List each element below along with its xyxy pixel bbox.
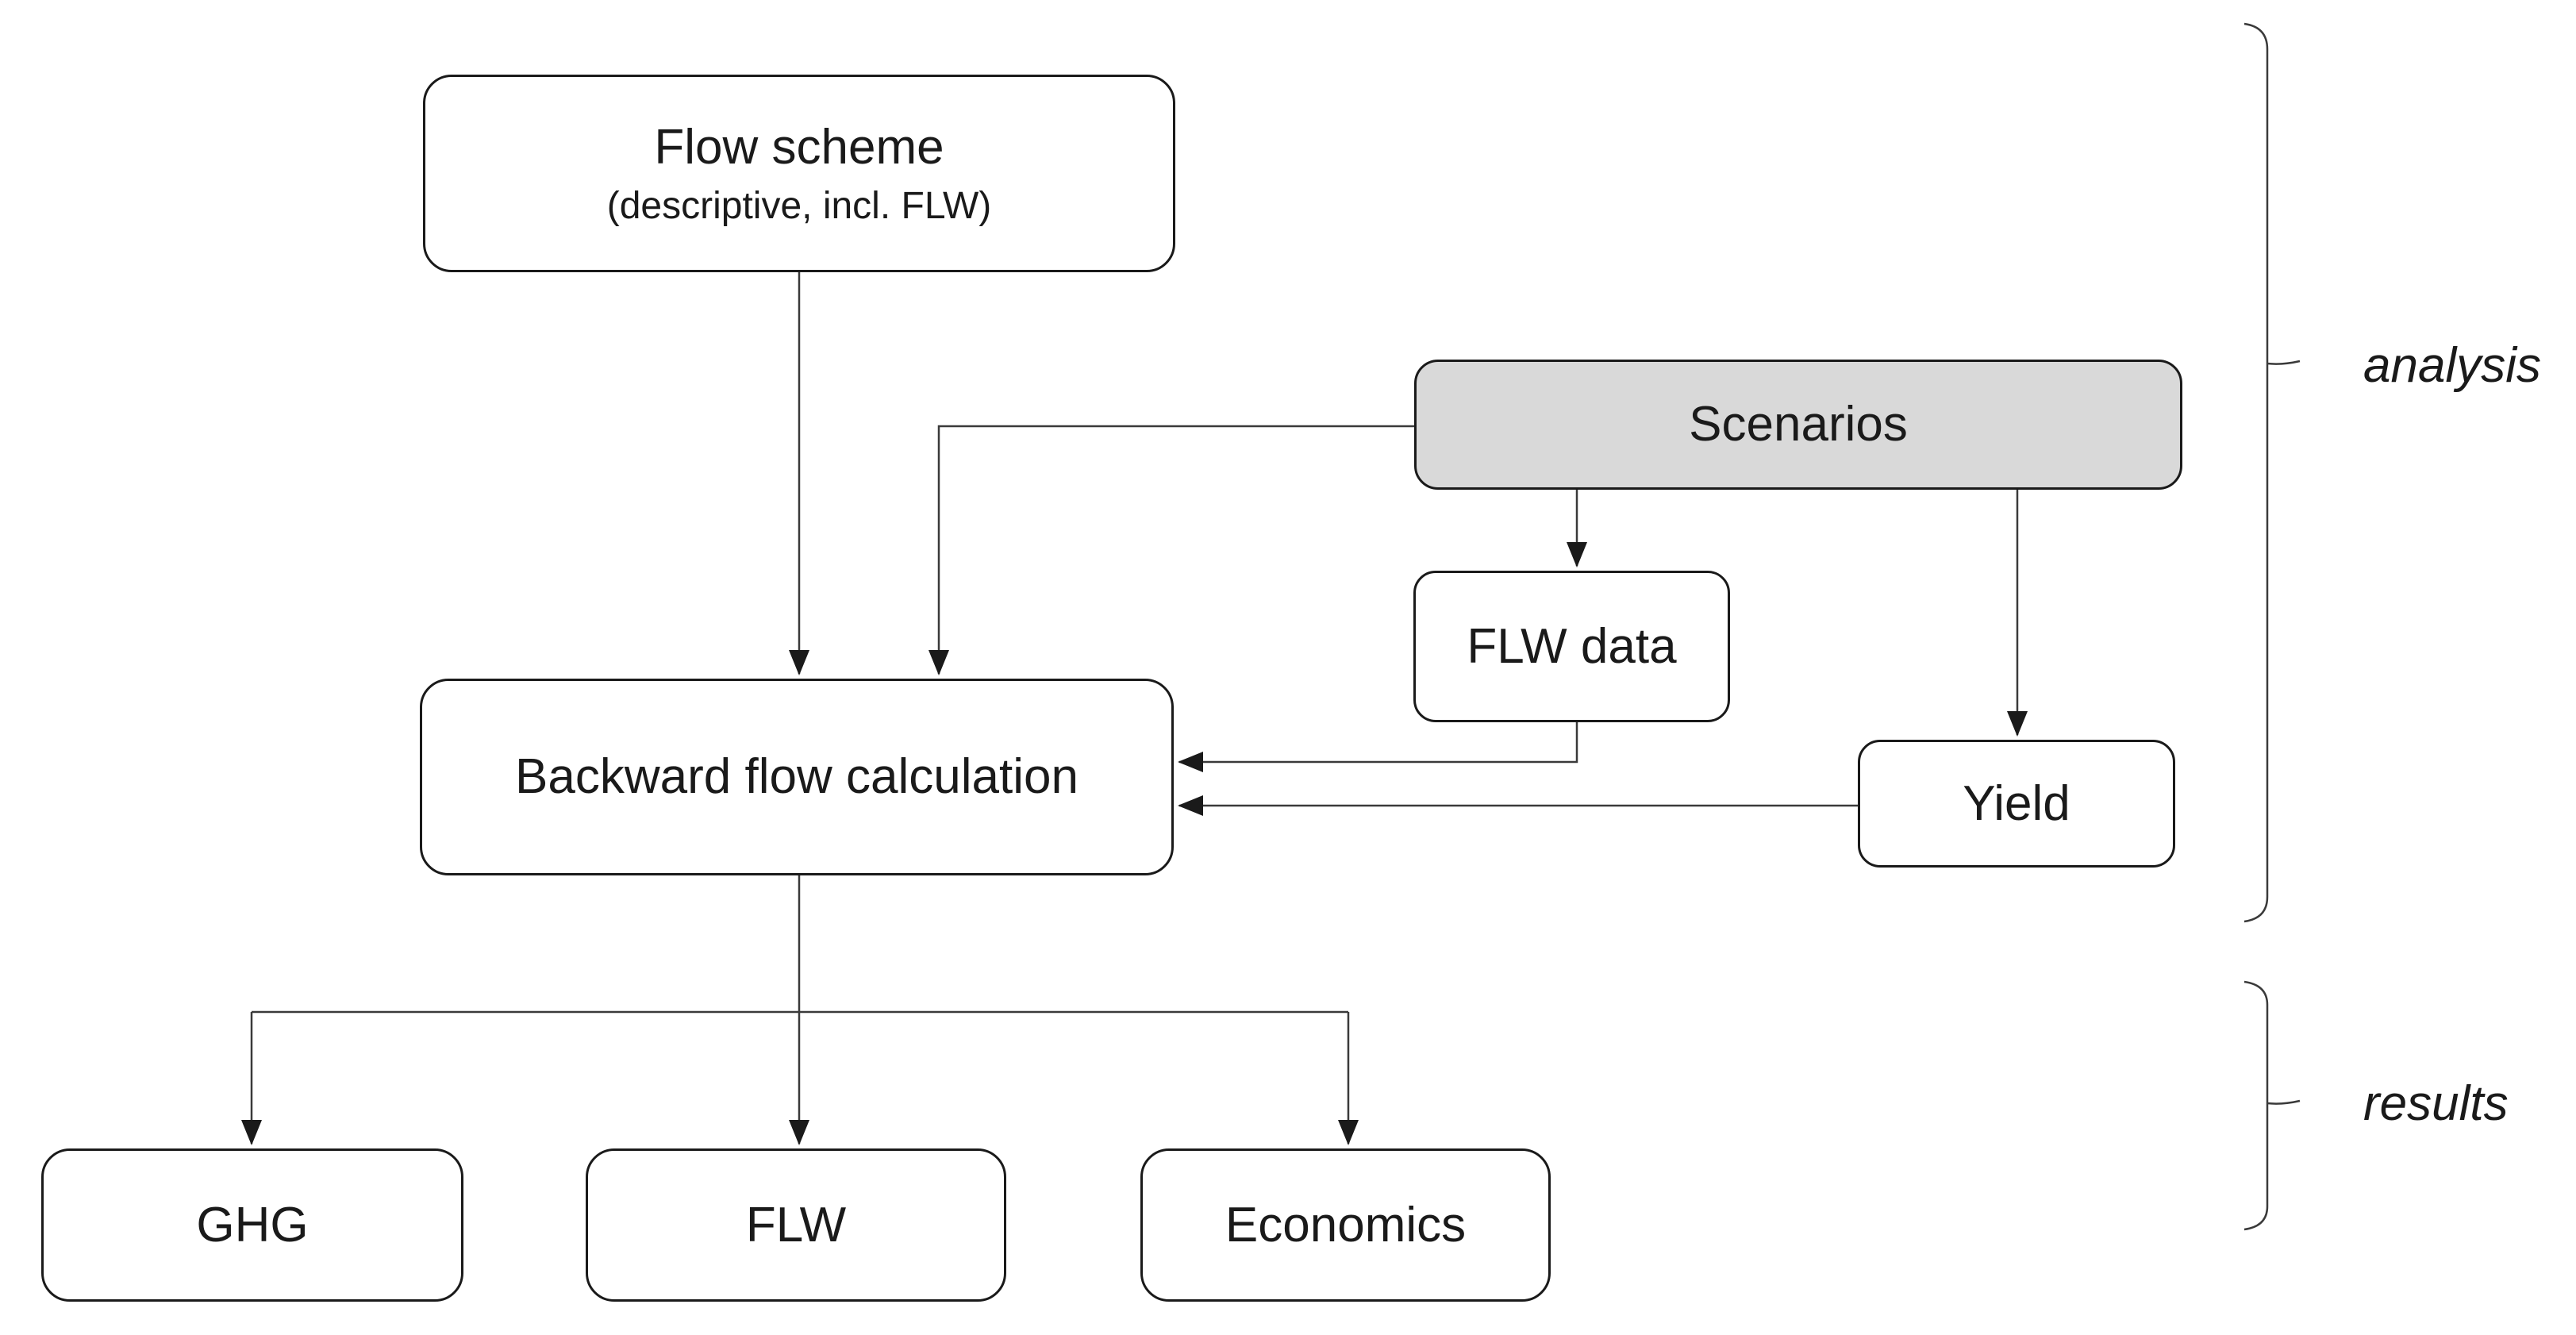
node-flw-label: FLW	[745, 1197, 847, 1252]
node-yield-label: Yield	[1963, 775, 2070, 831]
node-flw-data: FLW data	[1413, 571, 1730, 722]
node-flw-data-label: FLW data	[1467, 618, 1677, 674]
node-yield: Yield	[1858, 740, 2175, 868]
node-flow-scheme-subtitle: (descriptive, incl. FLW)	[606, 184, 992, 227]
analysis-bracket-label: analysis	[2363, 337, 2541, 393]
node-backward-flow-calculation: Backward flow calculation	[420, 679, 1174, 875]
node-flow-scheme: Flow scheme (descriptive, incl. FLW)	[423, 75, 1175, 272]
node-scenarios-label: Scenarios	[1689, 397, 1908, 452]
node-ghg-label: GHG	[196, 1197, 309, 1252]
node-economics: Economics	[1140, 1148, 1551, 1302]
node-ghg: GHG	[41, 1148, 463, 1302]
node-flow-scheme-title: Flow scheme	[654, 120, 944, 175]
node-flw: FLW	[586, 1148, 1006, 1302]
node-scenarios: Scenarios	[1414, 360, 2182, 490]
results-bracket-label: results	[2363, 1075, 2509, 1131]
node-economics-label: Economics	[1225, 1197, 1467, 1252]
analysis-bracket	[2243, 22, 2301, 923]
arrow-flwdata-to-backward	[1178, 722, 1578, 772]
arrow-scenarios-to-backward	[929, 425, 1414, 675]
node-backward-flow-calculation-label: Backward flow calculation	[515, 749, 1078, 805]
results-bracket	[2243, 980, 2301, 1231]
